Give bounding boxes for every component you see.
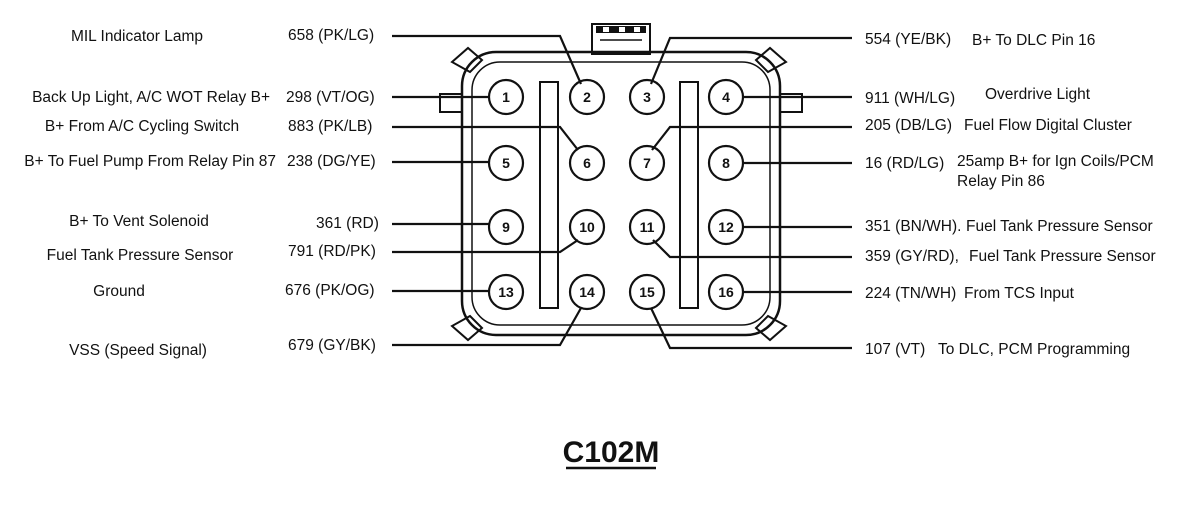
wire-code-pin-16: 224 (TN/WH) [865,285,956,302]
svg-text:14: 14 [579,284,595,300]
desc-pin-14: VSS (Speed Signal) [69,342,207,359]
wire-pin-11 [652,239,852,259]
pin-circles: 1 2 3 4 5 6 7 8 9 10 11 12 13 14 15 16 [487,78,745,311]
desc-pin-11: Fuel Tank Pressure Sensor [969,248,1156,265]
wire-code-pin-5: 238 (DG/YE) [287,153,376,170]
wire-pin-10 [392,239,579,254]
pin-descriptions: MIL Indicator Lamp Back Up Light, A/C WO… [24,28,1155,359]
desc-pin-8-line2: Relay Pin 86 [957,173,1045,190]
desc-pin-1: Back Up Light, A/C WOT Relay B+ [32,89,270,106]
svg-text:3: 3 [643,89,651,105]
wire-code-pin-14: 679 (GY/BK) [288,337,376,354]
wire-code-pin-15: 107 (VT) [865,341,925,358]
desc-pin-13: Ground [93,283,145,300]
connector-latch [591,23,651,55]
svg-text:9: 9 [502,219,510,235]
svg-text:8: 8 [722,155,730,171]
wire-code-pin-1: 298 (VT/OG) [286,89,375,106]
svg-text:15: 15 [639,284,655,300]
svg-text:6: 6 [583,155,591,171]
keying-rib-left [539,81,559,309]
pin-14: 14 [568,273,606,311]
pin-1: 1 [487,78,525,116]
svg-text:13: 13 [498,284,514,300]
pin-8: 8 [707,144,745,182]
svg-text:12: 12 [718,219,734,235]
wire-code-pin-12: 351 (BN/WH). [865,218,961,235]
svg-text:C102M: C102M [563,436,660,469]
pin-3: 3 [628,78,666,116]
pin-6: 6 [568,144,606,182]
wire-pin-2 [392,34,583,85]
svg-text:2: 2 [583,89,591,105]
connector-housing [439,23,803,342]
wire-codes: 658 (PK/LG) 298 (VT/OG) 883 (PK/LB) 238 … [285,27,961,358]
desc-pin-10: Fuel Tank Pressure Sensor [47,247,234,264]
svg-text:16: 16 [718,284,734,300]
pin-5: 5 [487,144,525,182]
pin-4: 4 [707,78,745,116]
wire-code-pin-7: 205 (DB/LG) [865,117,952,134]
pin-12: 12 [707,208,745,246]
desc-pin-9: B+ To Vent Solenoid [69,213,209,230]
desc-pin-8: 25amp B+ for Ign Coils/PCM [957,153,1154,170]
wire-pin-3 [649,36,852,85]
wire-code-pin-2: 658 (PK/LG) [288,27,374,44]
wire-pin-6 [392,125,579,151]
desc-pin-2: MIL Indicator Lamp [71,28,203,45]
pin-7: 7 [628,144,666,182]
wire-code-pin-4: 911 (WH/LG) [865,90,955,107]
svg-text:10: 10 [579,219,595,235]
wire-code-pin-3: 554 (YE/BK) [865,31,951,48]
pin-11: 11 [628,208,666,246]
wire-pin-14 [392,307,582,347]
desc-pin-5: B+ To Fuel Pump From Relay Pin 87 [24,153,276,170]
svg-text:7: 7 [643,155,651,171]
connector-title: C102M [563,436,660,470]
desc-pin-15: To DLC, PCM Programming [938,341,1130,358]
pin-13: 13 [487,273,525,311]
svg-text:5: 5 [502,155,510,171]
desc-pin-4: Overdrive Light [985,86,1091,103]
svg-text:1: 1 [502,89,510,105]
wire-code-pin-6: 883 (PK/LB) [288,118,372,135]
wire-code-pin-10: 791 (RD/PK) [288,243,376,260]
pin-9: 9 [487,208,525,246]
pin-10: 10 [568,208,606,246]
svg-text:11: 11 [640,219,655,235]
desc-pin-3: B+ To DLC Pin 16 [972,32,1095,49]
wire-code-pin-8: 16 (RD/LG) [865,155,944,172]
pin-2: 2 [568,78,606,116]
desc-pin-16: From TCS Input [964,285,1075,302]
wire-code-pin-11: 359 (GY/RD), [865,248,959,265]
desc-pin-6: B+ From A/C Cycling Switch [45,118,239,135]
svg-text:4: 4 [722,89,730,105]
pin-16: 16 [707,273,745,311]
wire-pin-7 [651,125,852,151]
keying-rib-right [679,81,699,309]
wire-code-pin-9: 361 (RD) [316,215,379,232]
desc-pin-7: Fuel Flow Digital Cluster [964,117,1132,134]
wire-code-pin-13: 676 (PK/OG) [285,282,375,299]
wire-lines [392,34,852,350]
pin-15: 15 [628,273,666,311]
wire-pin-15 [650,307,852,350]
desc-pin-12: Fuel Tank Pressure Sensor [966,218,1153,235]
